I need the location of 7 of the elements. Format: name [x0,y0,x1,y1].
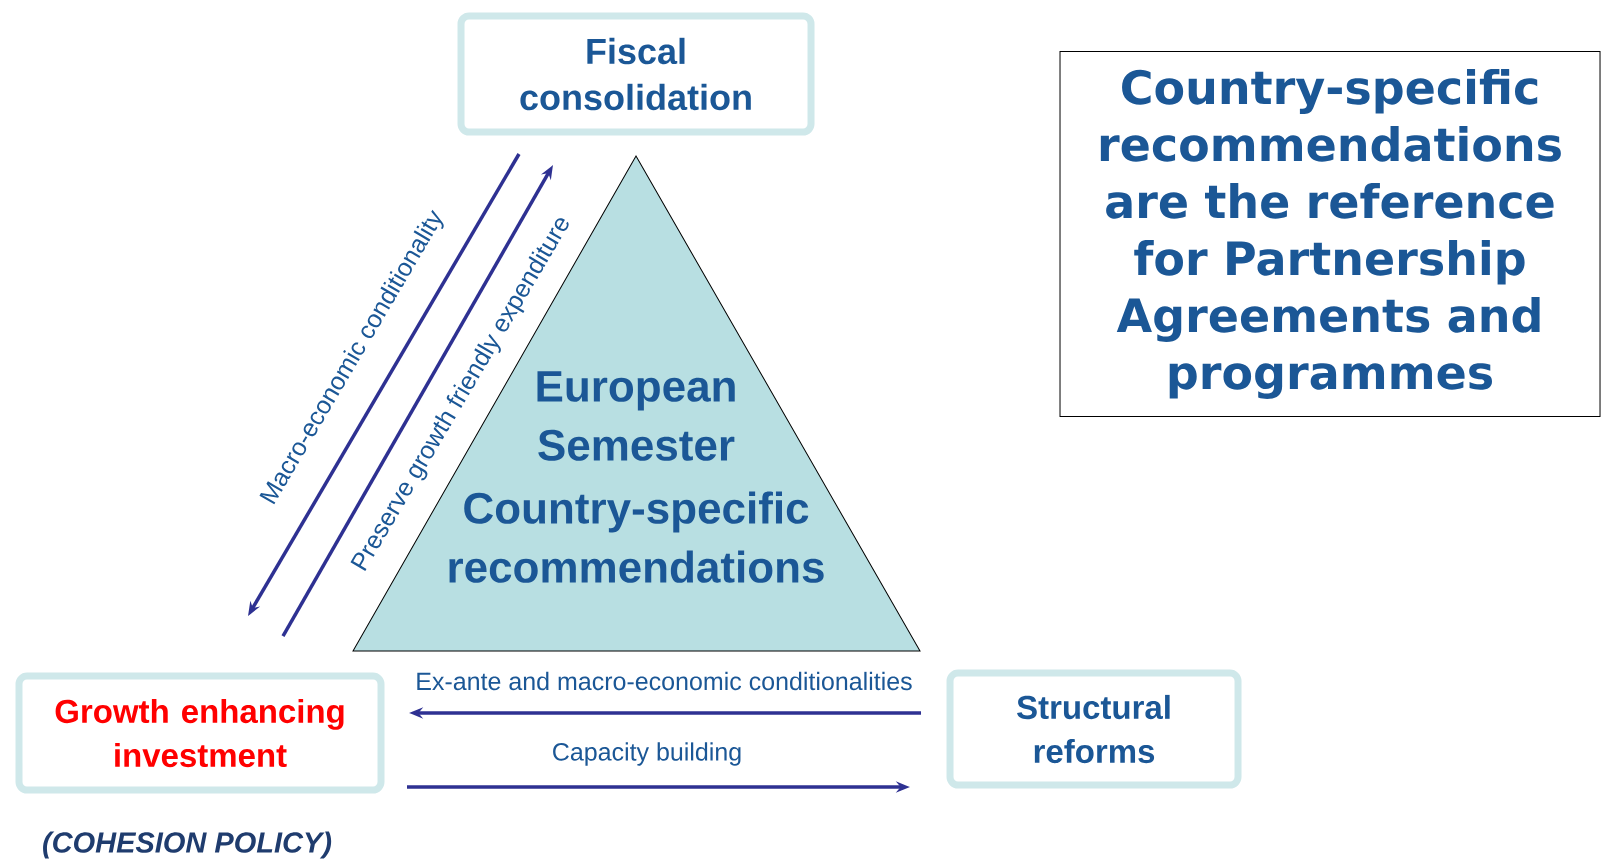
caption-text: (COHESION POLICY) [43,831,332,859]
text-box: Country-specific recommendations are the reference for Partnership Agreements and programmes [1059,51,1601,417]
process-box: Growth enhancing investment [15,672,385,794]
edge-label: Ex-ante and macro-economic conditionalities [414,670,914,692]
edge-label: Capacity building [550,741,744,767]
process-box: Fiscal consolidation [457,12,815,136]
process-box: Structural reforms [946,669,1242,789]
